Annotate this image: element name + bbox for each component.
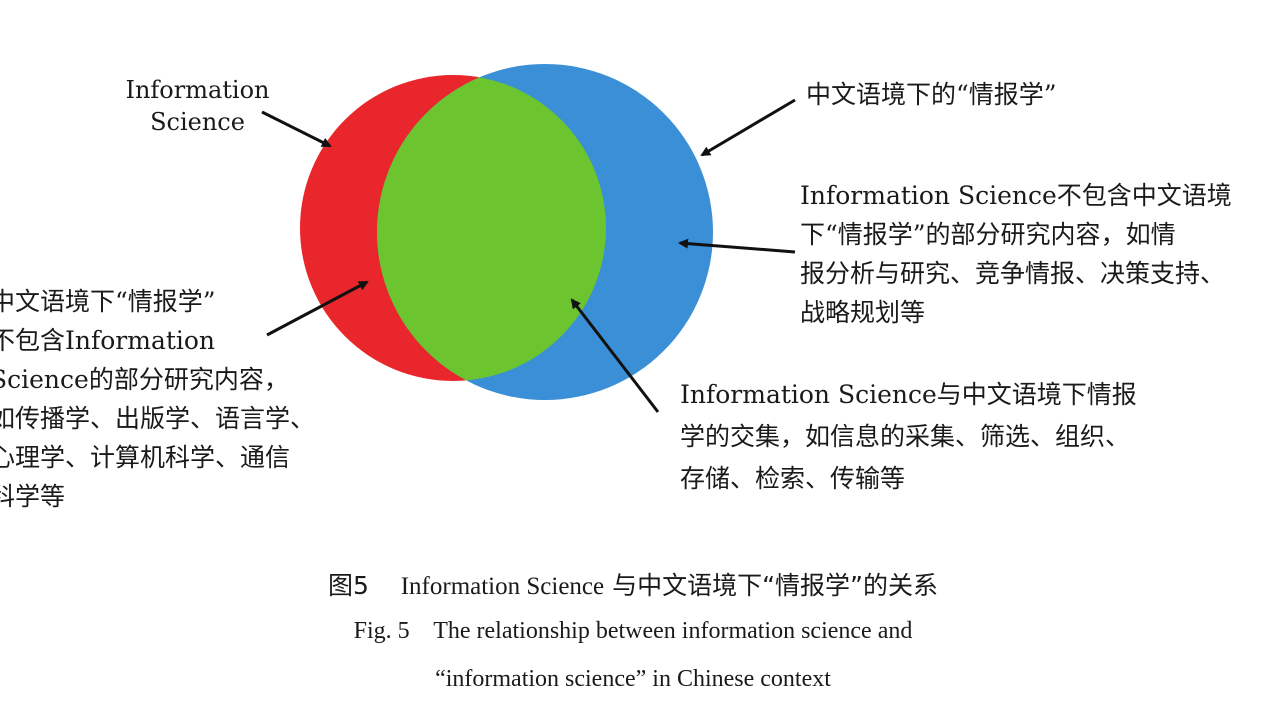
arrow-right-only [678, 238, 796, 254]
information-science-label: Information Science [120, 74, 275, 138]
arrow-chinese-info-science [700, 98, 796, 157]
label-line: 报分析与研究、竞争情报、决策支持、 [800, 259, 1226, 288]
label-line: Science [150, 108, 245, 136]
intersection-area [377, 75, 606, 381]
label-line: 不包含Information [0, 326, 216, 355]
venn-diagram [261, 64, 796, 413]
label-line: 科学等 [0, 482, 66, 511]
label-line: 心理学、计算机科学、通信 [0, 443, 291, 472]
caption-en-term: Information Science [400, 573, 605, 600]
label-line: 下“情报学”的部分研究内容，如情 [800, 220, 1176, 249]
label-line: 学的交集，如信息的采集、筛选、组织、 [680, 422, 1131, 451]
arrow-information-science [261, 110, 332, 148]
right-only-label: Information Science不包含中文语境 下“情报学”的部分研究内容… [800, 176, 1232, 332]
intersection-label: Information Science与中文语境下情报 学的交集，如信息的采集、… [680, 374, 1137, 500]
chinese-info-science-label: 中文语境下的“情报学” [806, 80, 1057, 109]
caption-zh-text: 与中文语境下“情报学”的关系 [612, 571, 938, 600]
figure-number: 图5 [328, 571, 369, 600]
arrow-intersection [570, 298, 660, 413]
arrow-left-only [266, 280, 369, 337]
label-line: Science的部分研究内容， [0, 365, 289, 394]
figure-caption-zh: 图5 Information Science 与中文语境下“情报学”的关系 [0, 566, 1266, 602]
left-only-label: 中文语境下“情报学” 不包含Information Science的部分研究内容… [0, 282, 315, 516]
label-line: 存储、检索、传输等 [680, 464, 906, 493]
label-line: 如传播学、出版学、语言学、 [0, 404, 316, 433]
label-line: 中文语境下“情报学” [0, 287, 216, 316]
figure-caption-en-line2: “information science” in Chinese context [435, 666, 831, 692]
label-line: Information Science不包含中文语境 [800, 181, 1232, 210]
label-line: Information Science与中文语境下情报 [680, 380, 1137, 409]
label-line: 战略规划等 [800, 298, 926, 327]
figure-caption-en-line1: Fig. 5 The relationship between informat… [353, 618, 913, 644]
label-line: Information [125, 76, 270, 104]
